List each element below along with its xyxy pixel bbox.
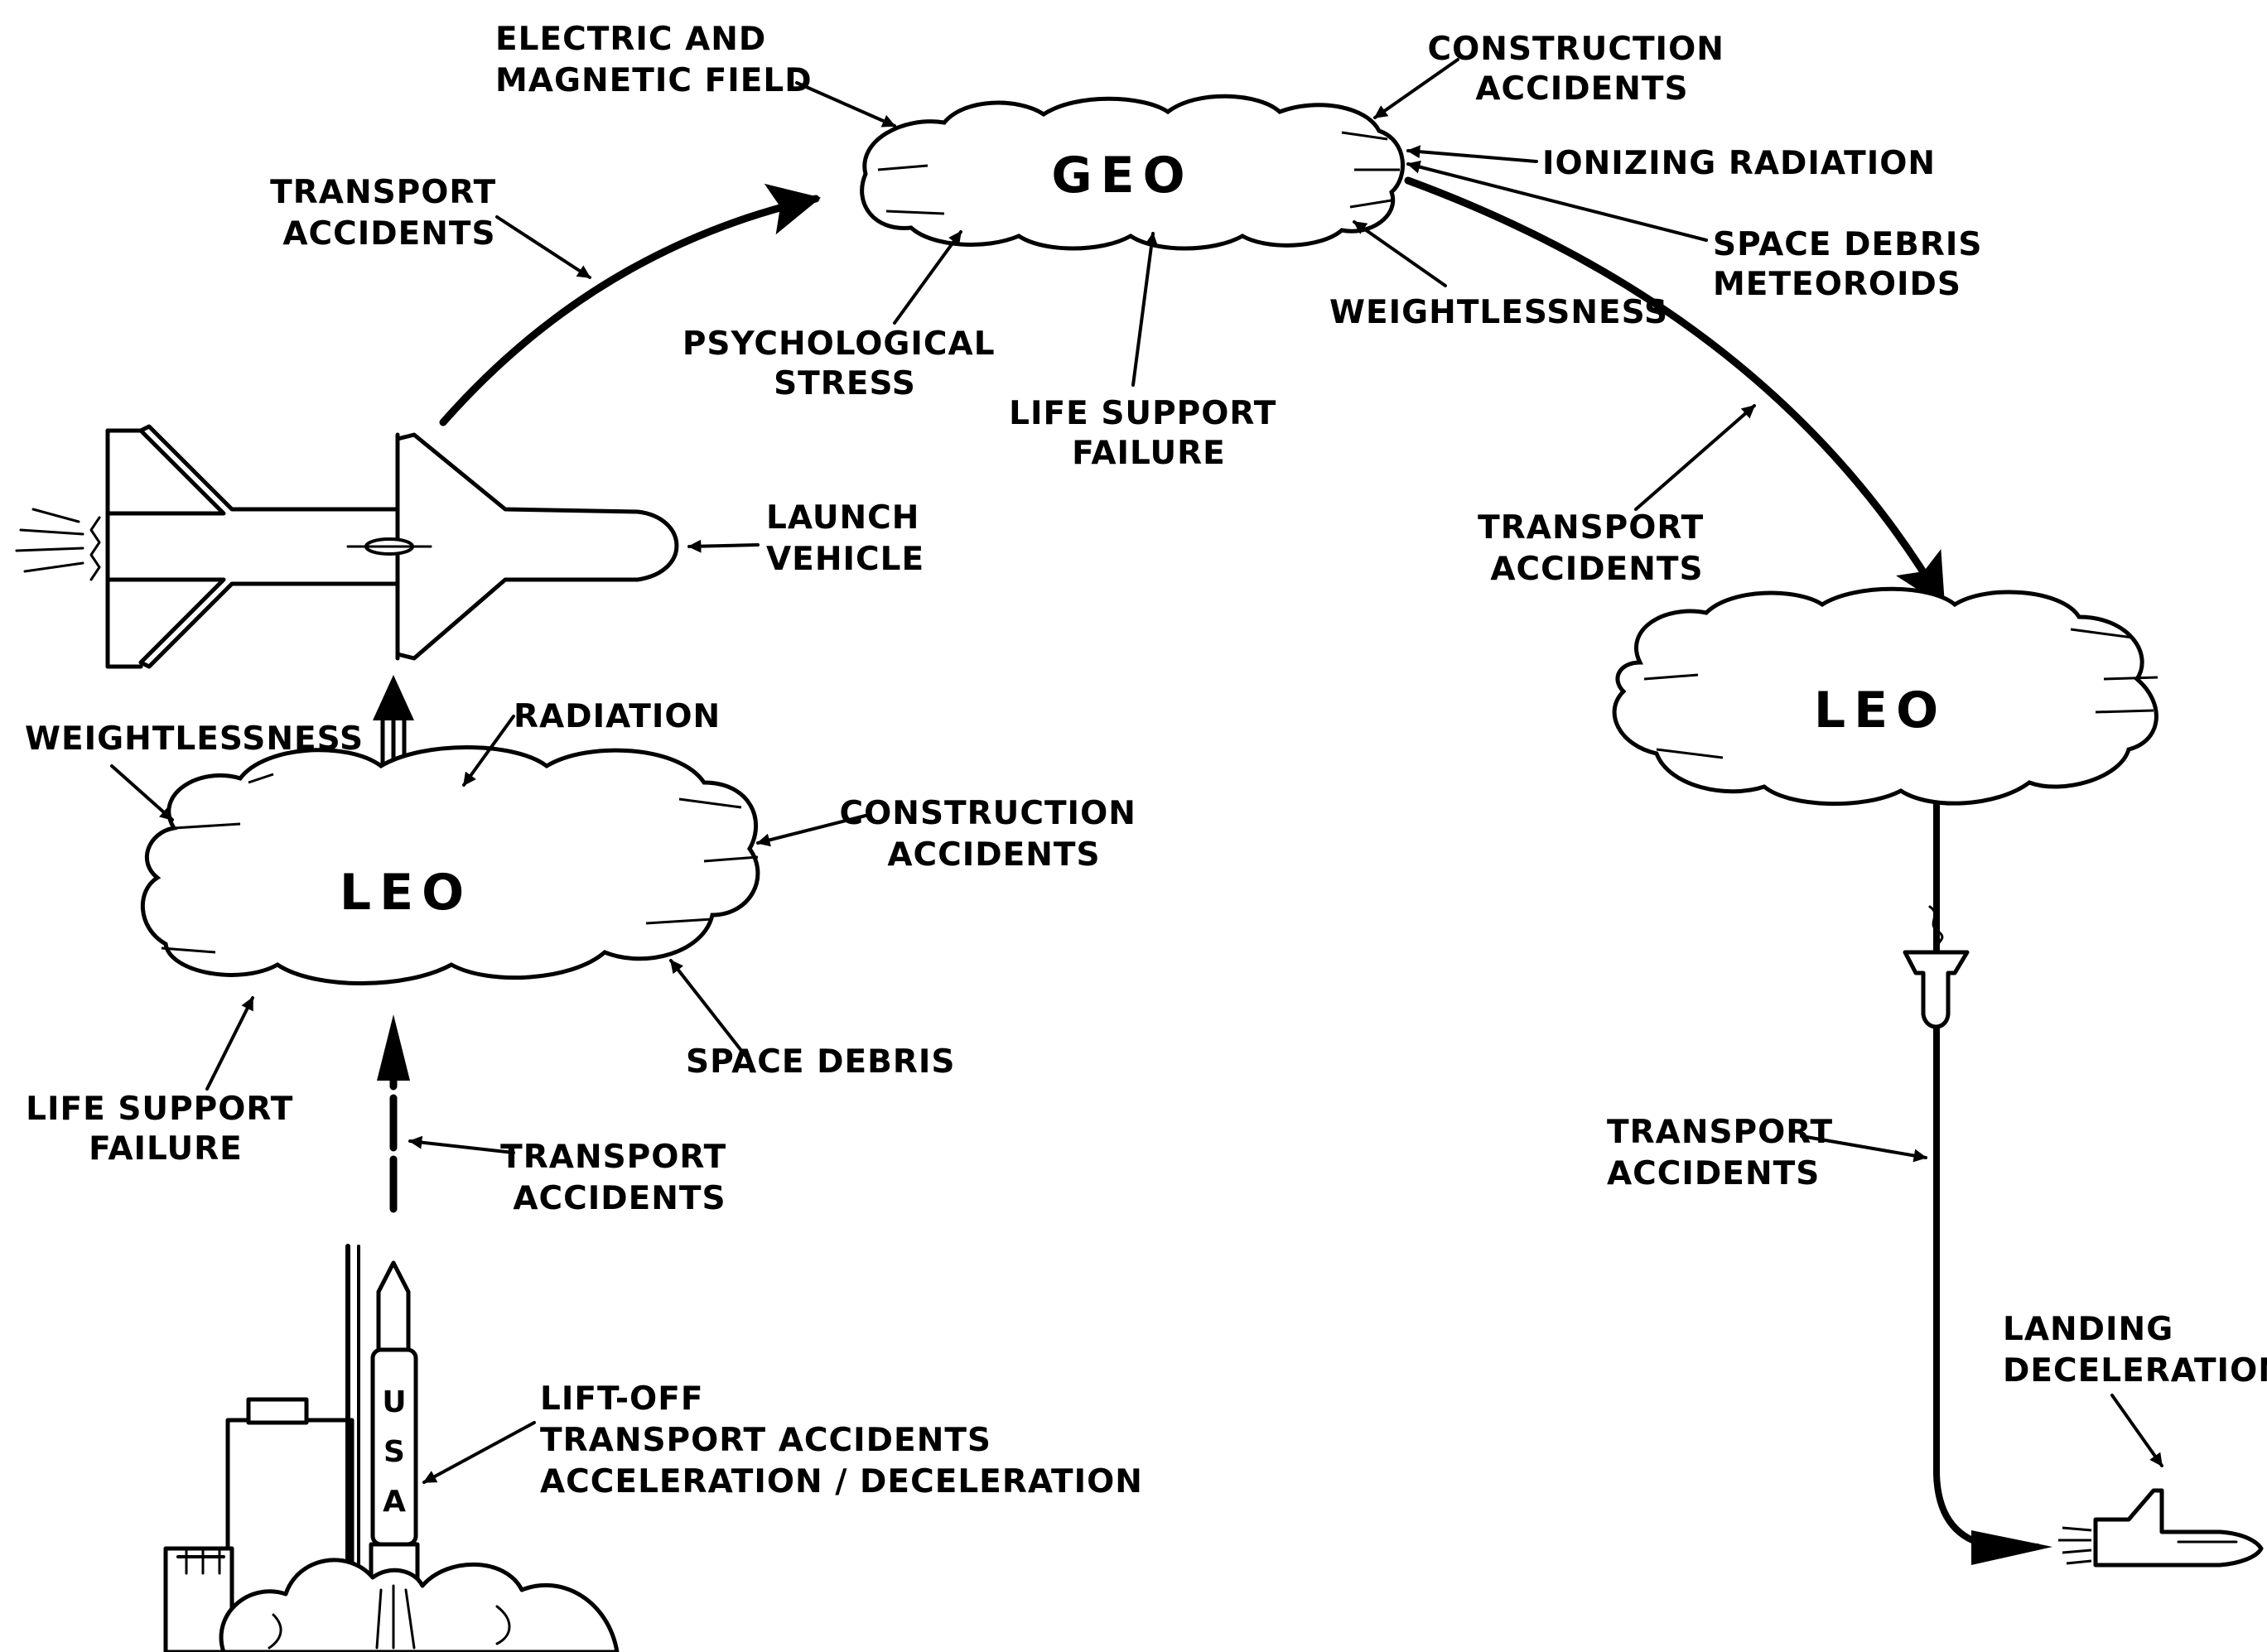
label-psychological-stress: PSYCHOLOGICAL STRESS (683, 325, 1007, 402)
label-transport-accidents-landing: TRANSPORT ACCIDENTS (1607, 1114, 1845, 1192)
geo-label: GEO (1051, 147, 1193, 205)
label-ionizing-radiation: IONIZING RADIATION (1542, 145, 1936, 182)
trajectory-arc-down (1404, 176, 1946, 608)
label-life-support-failure-geo: LIFE SUPPORT FAILURE (1009, 395, 1289, 472)
leo-right-label: LEO (1814, 682, 1946, 739)
label-transport-accidents-up: TRANSPORT ACCIDENTS (270, 174, 509, 253)
shuttle-illustration (2058, 1488, 2264, 1568)
label-life-support-failure-leo: LIFE SUPPORT FAILURE (26, 1091, 306, 1168)
label-radiation: RADIATION (514, 698, 721, 735)
descent-arrowhead (1971, 1530, 2052, 1565)
rocket-letter-s: S (383, 1435, 405, 1469)
label-space-debris-meteoroids: SPACE DEBRIS METEOROIDS (1713, 226, 1994, 303)
leo-cloud-right: LEO (1612, 586, 2158, 807)
leader-lines (110, 58, 2163, 1484)
leo-cloud-left: LEO (140, 745, 760, 985)
label-transport-accidents-liftoff: TRANSPORT ACCIDENTS (500, 1139, 739, 1217)
descent-line (1933, 779, 2041, 1550)
label-construction-accidents-geo: CONSTRUCTION ACCIDENTS (1428, 31, 1737, 108)
launch-vehicle-illustration (15, 424, 679, 669)
descent-capsule-illustration (1903, 905, 1970, 1029)
label-weightlessness-leo: WEIGHTLESSNESS (25, 720, 364, 758)
launch-pad-illustration: U S A (163, 1244, 620, 1652)
label-transport-accidents-down: TRANSPORT ACCIDENTS (1478, 509, 1716, 588)
label-landing-deceleration: LANDING DECELERATION (2003, 1311, 2267, 1390)
rocket-letter-u: U (382, 1385, 406, 1419)
label-construction-accidents-leo: CONSTRUCTION ACCIDENTS (840, 795, 1149, 874)
label-space-debris: SPACE DEBRIS (686, 1043, 956, 1081)
trajectory-arc-up (439, 183, 822, 426)
label-weightlessness-geo: WEIGHTLESSNESS (1329, 294, 1668, 331)
rocket-letter-a: A (383, 1485, 406, 1519)
label-liftoff-hazards: LIFT-OFF TRANSPORT ACCIDENTS ACCELERATIO… (540, 1380, 1143, 1500)
ascent-arrowhead (377, 1014, 410, 1081)
leo-left-label: LEO (340, 864, 472, 922)
label-launch-vehicle: LAUNCH VEHICLE (766, 499, 932, 578)
label-electric-magnetic-field: ELECTRIC AND MAGNETIC FIELD (495, 21, 813, 99)
geo-cloud: GEO (860, 94, 1405, 251)
